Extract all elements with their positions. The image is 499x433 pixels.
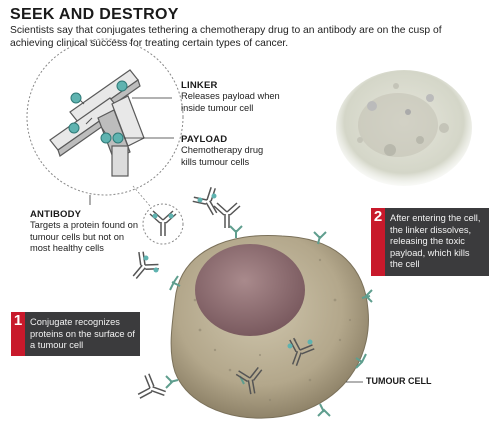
payload-description: Chemotherapy drug kills tumour cells: [181, 145, 264, 167]
antibody-detail: [49, 69, 145, 177]
antibody-heading: ANTIBODY: [30, 209, 82, 220]
page-title: SEEK AND DESTROY: [10, 6, 179, 23]
payload-molecules: [68, 80, 128, 144]
step-2-number: 2: [371, 208, 385, 276]
step-1-text: Conjugate recognizes proteins on the sur…: [30, 317, 135, 350]
step-1-number: 1: [11, 312, 25, 356]
dead-cell: [336, 70, 472, 186]
linker-label: LINKER Releases payload when inside tumo…: [181, 80, 291, 114]
conjugate-detail-circle: [26, 38, 184, 196]
cell-receptors: [165, 225, 373, 417]
tumour-cell-label: TUMOUR CELL: [366, 376, 432, 386]
payload-heading: PAYLOAD: [181, 134, 228, 145]
linker-description: Releases payload when inside tumour cell: [181, 91, 280, 113]
antibody-label: ANTIBODY Targets a protein found on tumo…: [30, 209, 140, 255]
step-1-box: 1 Conjugate recognizes proteins on the s…: [11, 312, 140, 356]
antibody-description: Targets a protein found on tumour cells …: [30, 220, 139, 253]
step-2-text: After entering the cell, the linker diss…: [390, 213, 481, 269]
tumour-cell: [170, 234, 369, 419]
page-subtitle: Scientists say that conjugates tethering…: [10, 25, 442, 49]
internal-conjugates: [234, 336, 317, 397]
linker-heading: LINKER: [181, 80, 218, 91]
step-2-box: 2 After entering the cell, the linker di…: [371, 208, 489, 276]
floating-conjugates: [124, 184, 241, 407]
payload-label: PAYLOAD Chemotherapy drug kills tumour c…: [181, 134, 281, 168]
